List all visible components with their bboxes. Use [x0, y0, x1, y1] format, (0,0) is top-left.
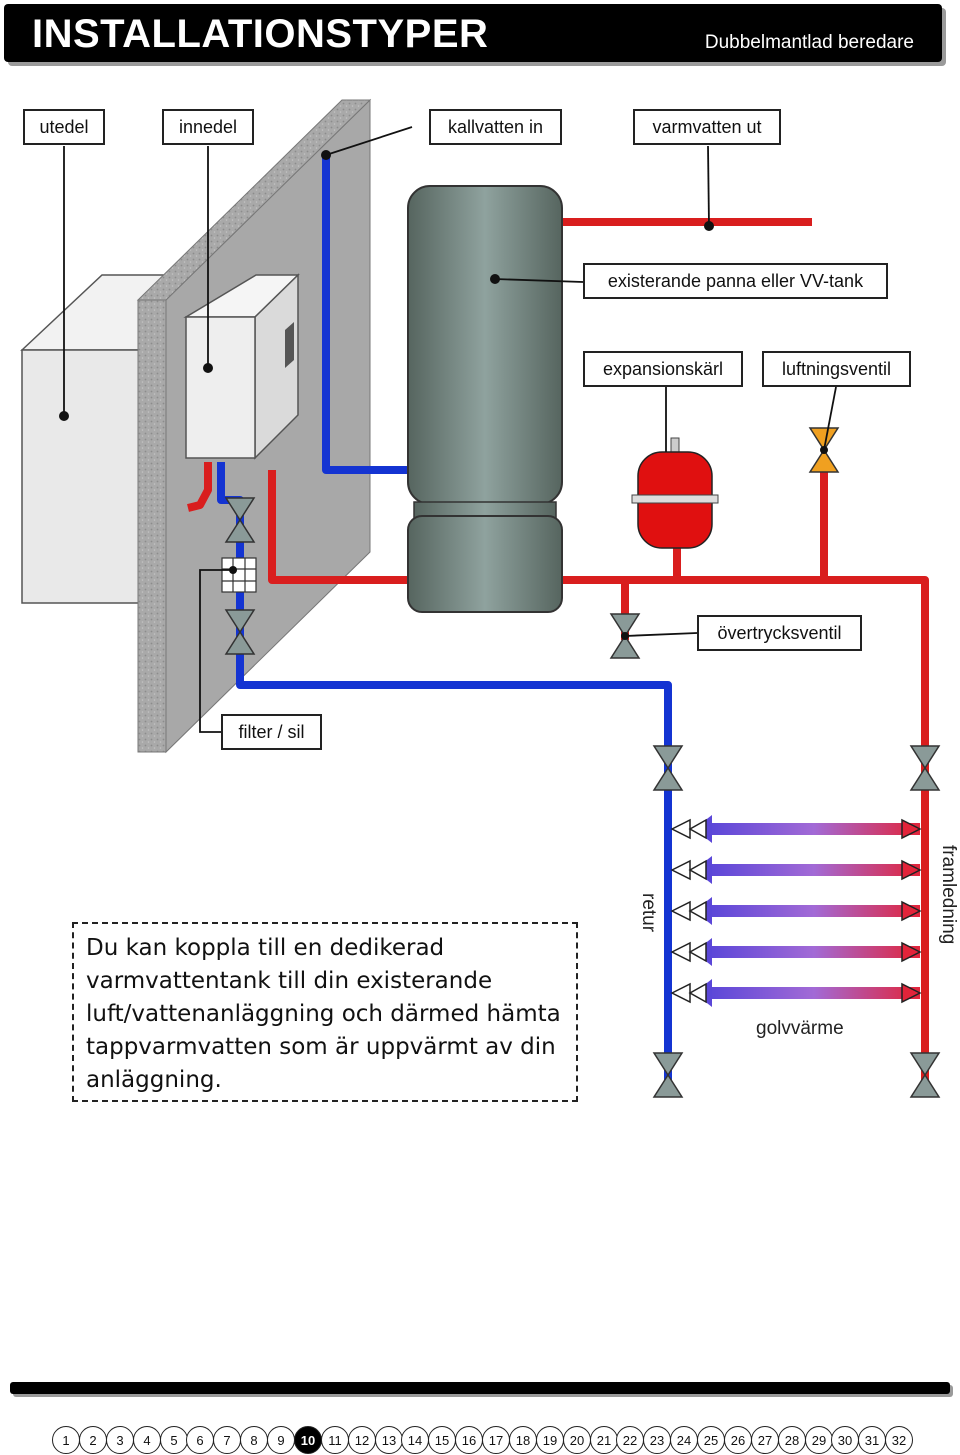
expansion-vessel	[631, 437, 719, 549]
floor-loop-3	[694, 897, 920, 925]
valve-indoor-upper	[224, 497, 256, 543]
page-link-10[interactable]: 10	[294, 1426, 322, 1454]
indoor-unit	[183, 273, 300, 460]
footer-bar	[10, 1382, 950, 1394]
page-link-24[interactable]: 24	[670, 1426, 698, 1454]
label-framledning: framledning	[938, 845, 959, 945]
page-header: INSTALLATIONSTYPER Dubbelmantlad beredar…	[4, 4, 942, 62]
page-link-25[interactable]: 25	[697, 1426, 725, 1454]
shutoff-valves	[224, 497, 941, 1098]
page-link-28[interactable]: 28	[778, 1426, 806, 1454]
page-link-31[interactable]: 31	[858, 1426, 886, 1454]
label-expansionskarl: expansionskärl	[583, 351, 743, 387]
leader-dots	[59, 150, 828, 640]
page-link-8[interactable]: 8	[240, 1426, 268, 1454]
page-link-9[interactable]: 9	[267, 1426, 295, 1454]
page-link-21[interactable]: 21	[590, 1426, 618, 1454]
page-link-13[interactable]: 13	[375, 1426, 403, 1454]
page-link-6[interactable]: 6	[186, 1426, 214, 1454]
page-link-16[interactable]: 16	[455, 1426, 483, 1454]
floor-loop-4	[694, 938, 920, 966]
leader-lines	[63, 126, 837, 733]
page-subtitle: Dubbelmantlad beredare	[704, 32, 914, 53]
page-link-7[interactable]: 7	[213, 1426, 241, 1454]
valve-indoor-lower	[224, 609, 256, 655]
label-kallvatten-in: kallvatten in	[429, 109, 562, 145]
installation-diagram	[20, 98, 941, 1098]
page-link-14[interactable]: 14	[401, 1426, 429, 1454]
floor-loop-2	[694, 856, 920, 884]
page-link-11[interactable]: 11	[321, 1426, 349, 1454]
page-link-32[interactable]: 32	[885, 1426, 913, 1454]
floor-heating-loops	[694, 815, 920, 1007]
page-link-1[interactable]: 1	[52, 1426, 80, 1454]
info-note: Du kan koppla till en dedikerad varmvatt…	[72, 922, 578, 1102]
label-utedel: utedel	[23, 109, 105, 145]
label-existerande-panna: existerande panna eller VV-tank	[583, 263, 888, 299]
page-link-20[interactable]: 20	[563, 1426, 591, 1454]
page-link-19[interactable]: 19	[536, 1426, 564, 1454]
valve-return-bottom	[652, 1052, 684, 1098]
page-title: INSTALLATIONSTYPER	[32, 12, 489, 56]
filter-strainer	[221, 557, 257, 593]
page-link-18[interactable]: 18	[509, 1426, 537, 1454]
label-innedel: innedel	[162, 109, 254, 145]
page-link-26[interactable]: 26	[724, 1426, 752, 1454]
page-link-5[interactable]: 5	[160, 1426, 188, 1454]
label-filter-sil: filter / sil	[221, 714, 322, 750]
floor-loop-5	[694, 979, 920, 1007]
water-heater-tank	[407, 185, 563, 613]
page-link-15[interactable]: 15	[428, 1426, 456, 1454]
label-golvvarme: golvvärme	[756, 1018, 844, 1039]
page-link-17[interactable]: 17	[482, 1426, 510, 1454]
air-vent-valve	[808, 427, 840, 473]
page-link-3[interactable]: 3	[106, 1426, 134, 1454]
loop-connectors	[670, 818, 922, 1004]
valve-return-top	[652, 745, 684, 791]
label-varmvatten-ut: varmvatten ut	[633, 109, 781, 145]
page-link-22[interactable]: 22	[616, 1426, 644, 1454]
label-luftningsventil: luftningsventil	[762, 351, 911, 387]
label-overtrycksventil: övertrycksventil	[697, 615, 862, 651]
page-link-29[interactable]: 29	[805, 1426, 833, 1454]
valve-supply-bottom	[909, 1052, 941, 1098]
page-link-4[interactable]: 4	[133, 1426, 161, 1454]
hot-pipes	[187, 218, 929, 1095]
valve-supply-top	[909, 745, 941, 791]
page-link-23[interactable]: 23	[643, 1426, 671, 1454]
page-link-12[interactable]: 12	[348, 1426, 376, 1454]
page-link-30[interactable]: 30	[831, 1426, 859, 1454]
pressure-relief-valve	[609, 613, 641, 659]
floor-loop-1	[694, 815, 920, 843]
label-retur: retur	[638, 893, 659, 933]
page-link-27[interactable]: 27	[751, 1426, 779, 1454]
page-link-2[interactable]: 2	[79, 1426, 107, 1454]
